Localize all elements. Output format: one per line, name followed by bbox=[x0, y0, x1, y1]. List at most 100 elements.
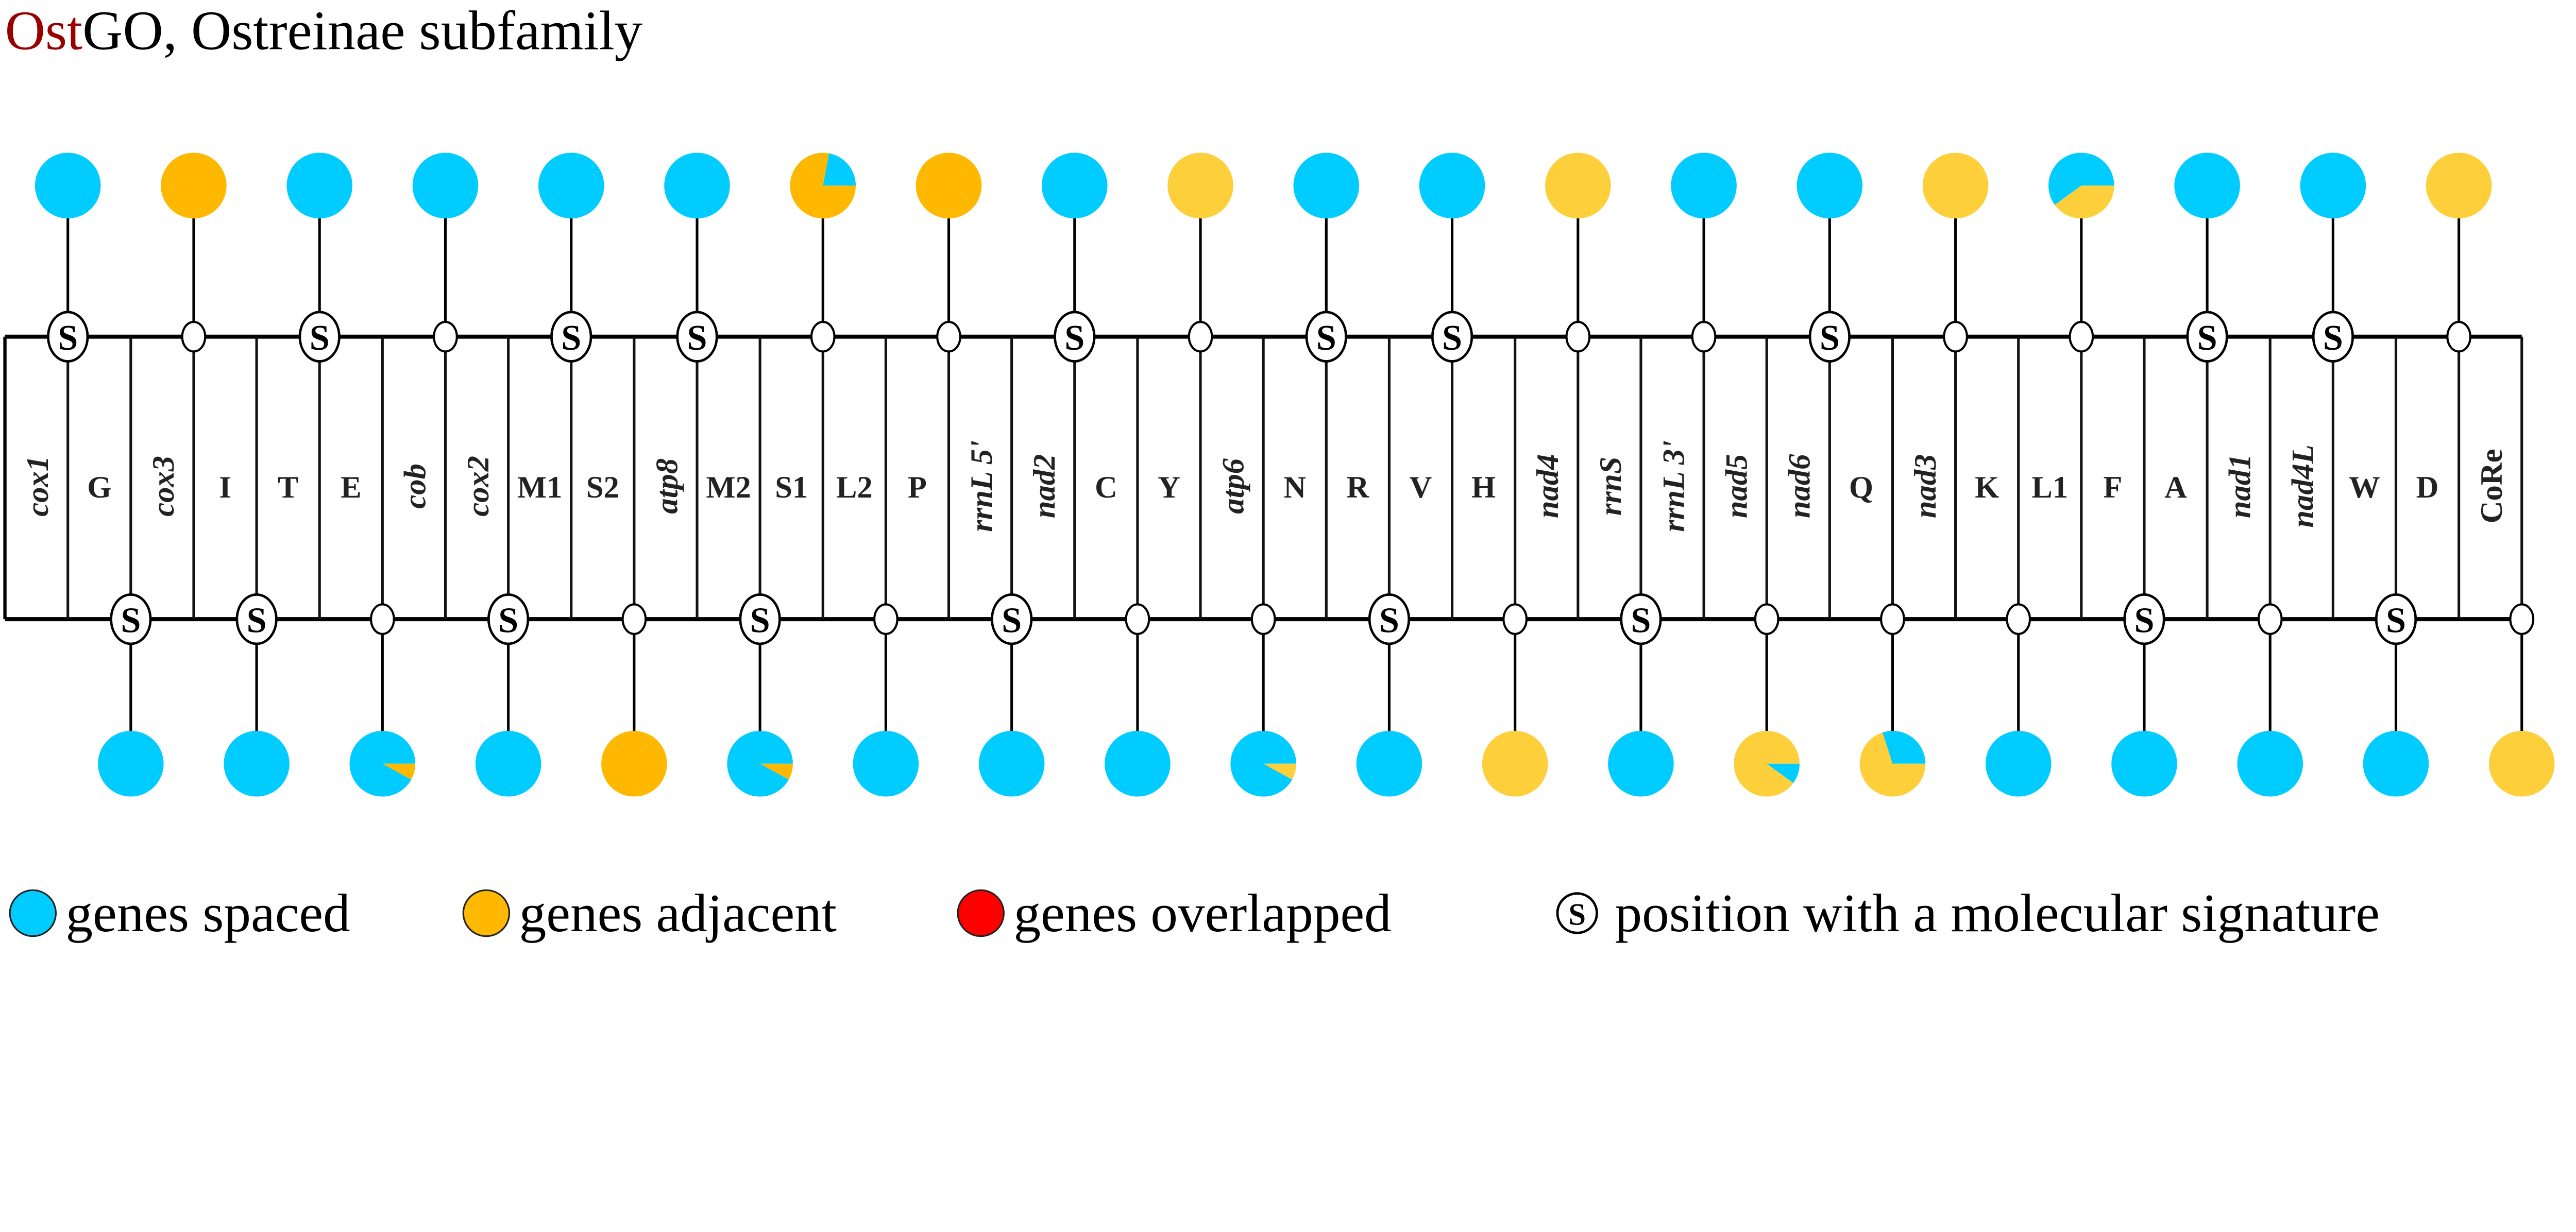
junction-node bbox=[1880, 603, 1905, 635]
junction-pie-chart bbox=[1105, 730, 1171, 797]
bottom-junction: S bbox=[1608, 593, 1674, 797]
bottom-junction: S bbox=[2111, 593, 2177, 797]
pie-slice-spaced bbox=[1985, 730, 2052, 797]
junction-pie-chart bbox=[1042, 152, 1108, 219]
junction-pie-chart bbox=[286, 152, 353, 219]
gene-label: A bbox=[2164, 470, 2187, 505]
pie-slice-spaced bbox=[2048, 152, 2114, 205]
bottom-junction bbox=[1482, 603, 1548, 797]
signature-letter: S bbox=[310, 318, 330, 358]
pie-slice-spaced bbox=[1042, 152, 1108, 219]
junction-pie-chart bbox=[2111, 730, 2177, 797]
title-suffix: GO bbox=[82, 0, 163, 62]
junction-pie-chart bbox=[349, 730, 416, 797]
gene-label: M2 bbox=[706, 470, 751, 505]
gene-label: G bbox=[87, 470, 111, 505]
junction-pie-chart bbox=[727, 730, 793, 797]
pie-slice-spaced bbox=[853, 730, 919, 797]
gene-label: L1 bbox=[2031, 470, 2068, 505]
pie-slice-spaced bbox=[1105, 730, 1171, 797]
bottom-junction bbox=[2237, 603, 2303, 797]
pie-slice-spaced bbox=[2237, 730, 2303, 797]
signature-letter: S bbox=[58, 318, 78, 358]
pie-slice-adjacent_light bbox=[1922, 152, 1989, 219]
signature-marker-icon: S bbox=[990, 593, 1033, 645]
pie-slice-adjacent_light bbox=[1263, 763, 1296, 780]
bottom-junction bbox=[853, 603, 919, 797]
junction-node bbox=[433, 320, 458, 353]
junction-pie-chart bbox=[224, 730, 290, 797]
junction-pie-chart bbox=[35, 152, 101, 219]
junction-pie-chart bbox=[916, 152, 982, 219]
gene-label: D bbox=[2416, 470, 2439, 505]
junction-pie-chart bbox=[1922, 152, 1989, 219]
junction-pie-chart bbox=[1859, 730, 1926, 797]
top-junction: S bbox=[538, 152, 604, 363]
junction-node bbox=[2257, 603, 2283, 635]
junction-node bbox=[1754, 603, 1780, 635]
top-junction bbox=[412, 152, 479, 353]
pie-slice-adjacent_light bbox=[2055, 185, 2114, 219]
top-junction bbox=[2426, 152, 2492, 353]
pie-slice-adjacent_light bbox=[1167, 152, 1233, 219]
top-junction bbox=[161, 152, 227, 353]
bottom-junction bbox=[1105, 603, 1171, 797]
bottom-junction bbox=[1230, 603, 1296, 797]
gene-label: P bbox=[908, 470, 927, 505]
signature-marker-icon: S bbox=[1054, 311, 1096, 363]
junction-pie-chart bbox=[1230, 730, 1296, 797]
gene-label: nad5 bbox=[1719, 454, 1754, 519]
top-junction bbox=[1545, 152, 1611, 353]
junction-node bbox=[1125, 603, 1150, 635]
gene-label: L2 bbox=[836, 470, 873, 505]
signature-letter: S bbox=[498, 601, 518, 641]
top-junction: S bbox=[1797, 152, 1863, 363]
junction-pie-chart bbox=[1985, 730, 2052, 797]
junction-pie-chart bbox=[475, 730, 541, 797]
bottom-junction bbox=[349, 603, 416, 797]
bottom-junction: S bbox=[2363, 593, 2429, 797]
junction-node bbox=[810, 320, 836, 353]
title-rest: , Ostreinae subfamily bbox=[163, 0, 642, 62]
legend-signature-letter: S bbox=[1568, 897, 1586, 932]
bottom-junction bbox=[2488, 603, 2555, 797]
signature-letter: S bbox=[2197, 318, 2217, 358]
bottom-junction bbox=[601, 603, 667, 797]
junction-pie-chart bbox=[1293, 152, 1360, 219]
gene-label: nad4L bbox=[2286, 444, 2320, 528]
bottom-junction bbox=[1859, 603, 1926, 797]
signature-letter: S bbox=[1316, 318, 1336, 358]
junction-node bbox=[181, 320, 207, 353]
gene-label: atp6 bbox=[1216, 458, 1250, 514]
gene-label: H bbox=[1471, 470, 1496, 505]
top-junction bbox=[1922, 152, 1989, 353]
pie-slice-spaced bbox=[2174, 152, 2240, 219]
junction-pie-chart bbox=[1608, 730, 1674, 797]
signature-marker-icon: S bbox=[739, 593, 781, 645]
legend-overlapped-swatch bbox=[957, 889, 1005, 937]
legend-signature-label: position with a molecular signature bbox=[1615, 883, 2380, 943]
gene-label: nad1 bbox=[2223, 454, 2257, 519]
pie-slice-adjacent bbox=[161, 152, 227, 219]
signature-marker-icon: S bbox=[2375, 593, 2417, 645]
junction-pie-chart bbox=[2426, 152, 2492, 219]
junction-node bbox=[1502, 603, 1528, 635]
junction-pie-chart bbox=[790, 152, 856, 219]
pie-slice-spaced bbox=[286, 152, 353, 219]
gene-label: K bbox=[1975, 470, 1999, 505]
pie-slice-adjacent bbox=[916, 152, 982, 219]
gene-label: cob bbox=[398, 464, 433, 508]
gene-label: E bbox=[341, 470, 361, 505]
signature-marker-icon: S bbox=[487, 593, 530, 645]
signature-marker-icon: S bbox=[550, 311, 592, 363]
junction-node bbox=[2509, 603, 2535, 635]
junction-node bbox=[1250, 603, 1276, 635]
gene-label: nad3 bbox=[1908, 454, 1943, 519]
junction-pie-chart bbox=[1167, 152, 1233, 219]
pie-slice-spaced bbox=[1230, 730, 1296, 797]
signature-marker-icon: S bbox=[2186, 311, 2228, 363]
signature-letter: S bbox=[561, 318, 581, 358]
pie-slice-adjacent bbox=[790, 152, 856, 219]
